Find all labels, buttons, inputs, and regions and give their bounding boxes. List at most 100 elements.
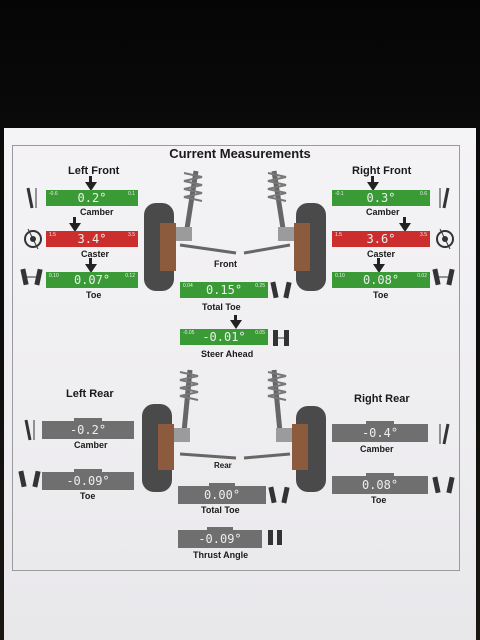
left-front-caster-gauge: 1.5 3.5 3.4° (46, 231, 138, 247)
left-front-camber-label: Camber (80, 207, 114, 217)
right-rear-toe-value: 0.08° (361, 478, 399, 492)
arrow-stem (73, 217, 76, 223)
right-front-caster-gauge: 1.5 3.5 3.6° (332, 231, 430, 247)
gauge-notch (208, 483, 236, 486)
gauge-min: -0.05 (183, 330, 195, 336)
thrust-angle-label: Thrust Angle (193, 550, 249, 560)
thrust-angle-icon (268, 530, 282, 545)
gauge-max: 0.12 (125, 273, 135, 279)
left-rear-toe-gauge: -0.09° (42, 469, 134, 490)
steer-ahead-icon (273, 330, 289, 346)
arrow-stem (89, 258, 92, 264)
left-rear-camber-gauge: -0.2° (42, 418, 134, 439)
right-front-camber-value: 0.3° (366, 191, 396, 205)
right-front-toe-label: Toe (373, 290, 389, 300)
rear-total-toe-gauge: 0.00° (178, 483, 266, 504)
toe-wheels-icon (432, 268, 455, 286)
gauge-min: 1.5 (335, 232, 342, 238)
left-rear-toe-value: -0.09° (66, 474, 110, 488)
right-rear-camber-label: Camber (360, 444, 394, 454)
total-toe-icon (268, 486, 290, 504)
left-rear-camber-value: -0.2° (69, 423, 107, 437)
left-rear-toe-label: Toe (80, 491, 96, 501)
gauge-notch (74, 418, 102, 421)
gauge-max: 3.5 (420, 232, 427, 238)
gauge-max: 0.6 (420, 191, 427, 197)
gauge-min: 0.04 (183, 283, 193, 289)
left-front-toe-label: Toe (86, 290, 102, 300)
right-front-toe-gauge: 0.10 0.02 0.08° (332, 272, 430, 288)
gauge-min: -0.1 (335, 191, 344, 197)
right-rear-toe-label: Toe (371, 495, 387, 505)
right-rear-toe-gauge: 0.08° (332, 473, 428, 494)
gauge-min: 1.5 (49, 232, 56, 238)
gauge-max: 0.05 (255, 330, 265, 336)
right-front-caster-label: Caster (367, 249, 396, 259)
gauge-min: 0.10 (335, 273, 345, 279)
gauge-max: 0.25 (255, 283, 265, 289)
steer-ahead-label: Steer Ahead (201, 349, 254, 359)
gauge-notch (365, 473, 395, 476)
front-total-toe-label: Total Toe (202, 302, 241, 312)
arrow-stem (89, 176, 92, 182)
right-front-caster-value: 3.6° (366, 232, 396, 246)
right-rear-camber-gauge: -0.4° (332, 421, 428, 442)
arrow-stem (371, 176, 374, 182)
arrow-stem (234, 315, 237, 321)
rear-total-toe-value: 0.00° (203, 488, 241, 502)
gauge-min: 0.10 (49, 273, 59, 279)
target-arrow-icon (367, 182, 379, 191)
left-front-camber-gauge: -0.6 0.1 0.2° (46, 190, 138, 206)
camber-wheel-icon (26, 187, 37, 209)
camber-wheel-icon (439, 423, 450, 445)
rear-suspension-illustration (142, 369, 326, 492)
front-axle-label: Front (214, 259, 237, 269)
left-front-caster-label: Caster (81, 249, 110, 259)
toe-wheels-icon (20, 268, 43, 286)
target-arrow-icon (399, 223, 411, 232)
rear-total-toe-label: Total Toe (201, 505, 240, 515)
right-rear-camber-value: -0.4° (361, 426, 399, 440)
left-rear-title: Left Rear (66, 388, 114, 400)
total-toe-icon (270, 281, 292, 299)
right-front-toe-value: 0.08° (362, 273, 400, 287)
left-front-caster-value: 3.4° (77, 232, 107, 246)
gauge-notch (207, 527, 233, 530)
report-frame (12, 145, 460, 571)
right-front-camber-label: Camber (366, 207, 400, 217)
left-front-toe-gauge: 0.10 0.12 0.07° (46, 272, 138, 288)
front-suspension-illustration (144, 170, 326, 291)
target-arrow-icon (373, 264, 385, 273)
page-title: Current Measurements (169, 146, 311, 161)
right-front-camber-gauge: -0.1 0.6 0.3° (332, 190, 430, 206)
printout-paper (4, 128, 476, 640)
camber-wheel-icon (439, 187, 450, 209)
caster-wheel-icon (24, 228, 42, 250)
left-front-title: Left Front (68, 165, 120, 177)
thrust-angle-gauge: -0.09° (178, 527, 262, 548)
caster-wheel-icon (436, 228, 454, 250)
arrow-stem (403, 217, 406, 223)
arrow-stem (377, 258, 380, 264)
gauge-min: -0.6 (49, 191, 58, 197)
toe-wheels-icon (18, 470, 41, 488)
target-arrow-icon (230, 320, 242, 329)
right-front-title: Right Front (352, 165, 412, 177)
left-front-camber-value: 0.2° (77, 191, 107, 205)
gauge-notch (74, 469, 102, 472)
right-rear-title: Right Rear (354, 393, 410, 405)
rear-axle-label: Rear (214, 461, 232, 470)
toe-wheels-icon (432, 476, 455, 494)
target-arrow-icon (85, 182, 97, 191)
front-total-toe-value: 0.15° (205, 283, 243, 297)
steer-ahead-gauge: -0.05 0.05 -0.01° (180, 329, 268, 345)
left-rear-camber-label: Camber (74, 440, 108, 450)
gauge-notch (365, 421, 395, 424)
camber-wheel-icon (24, 419, 35, 441)
gauge-max: 0.1 (128, 191, 135, 197)
left-front-toe-value: 0.07° (73, 273, 111, 287)
front-total-toe-gauge: 0.04 0.25 0.15° (180, 282, 268, 298)
thrust-angle-value: -0.09° (198, 532, 242, 546)
steer-ahead-value: -0.01° (202, 330, 246, 344)
target-arrow-icon (69, 223, 81, 232)
